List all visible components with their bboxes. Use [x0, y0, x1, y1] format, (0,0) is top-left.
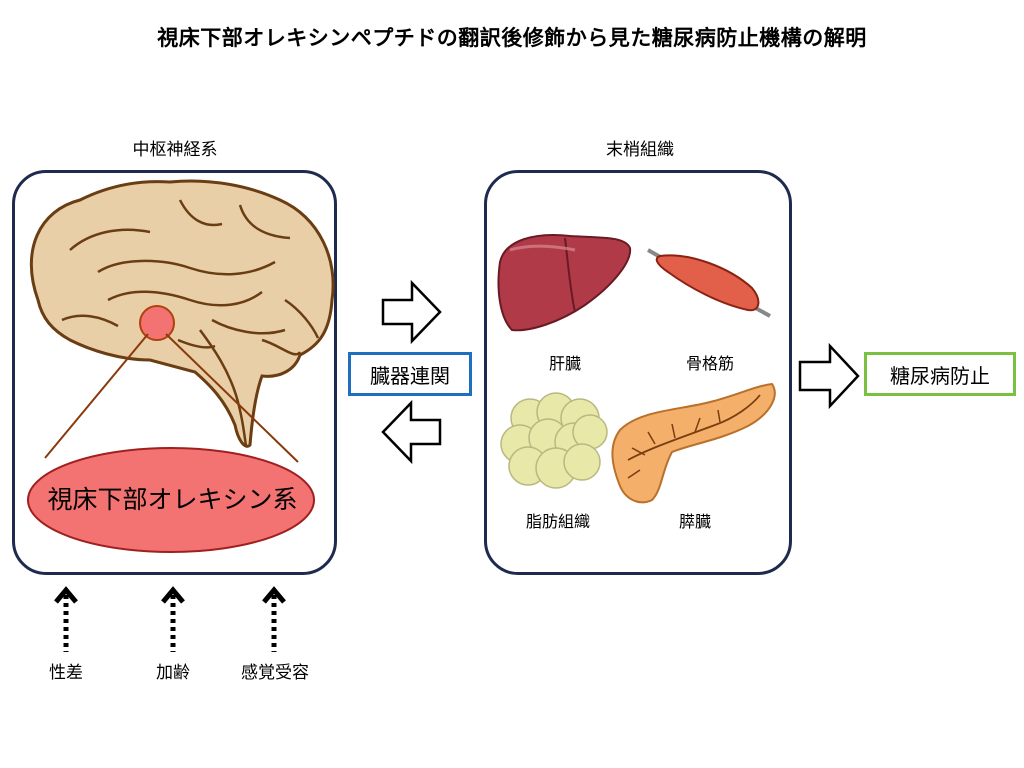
factor-arrow-sex-difference-icon: [54, 586, 78, 652]
interorgan-box: 臓器連関: [348, 352, 472, 396]
arrow-right-icon: [381, 279, 442, 345]
organ-label-adipose-tissue: 脂肪組織: [525, 512, 590, 531]
orexin-region-icon: [139, 305, 175, 341]
peripheral-label: 末梢組織: [606, 140, 674, 160]
factor-label-sensory-perception: 感覚受容: [241, 663, 309, 683]
factor-label-sex-difference: 性差: [49, 663, 83, 683]
liver-icon: [497, 234, 632, 332]
arrow-outcome-icon: [798, 342, 860, 410]
orexin-ellipse: [27, 447, 315, 553]
orexin-system-label: 視床下部オレキシン系: [47, 485, 298, 514]
pancreas-icon: [611, 382, 776, 504]
factor-arrow-aging-icon: [161, 586, 185, 652]
outcome-box: 糖尿病防止: [864, 352, 1016, 396]
adipose-tissue-icon: [500, 392, 608, 489]
organ-label-liver: 肝臓: [548, 354, 581, 373]
arrow-left-icon: [381, 399, 442, 465]
brain-icon: [29, 179, 335, 448]
factor-label-aging: 加齢: [156, 663, 190, 683]
skeletal-muscle-icon: [647, 248, 771, 318]
factor-arrow-sensory-perception-icon: [262, 586, 286, 652]
cns-label: 中枢神経系: [132, 140, 218, 160]
organ-label-skeletal-muscle: 骨格筋: [685, 354, 734, 373]
organ-label-pancreas: 膵臓: [678, 512, 711, 531]
page-title: 視床下部オレキシンペプチドの翻訳後修飾から見た糖尿病防止機構の解明: [157, 26, 867, 50]
